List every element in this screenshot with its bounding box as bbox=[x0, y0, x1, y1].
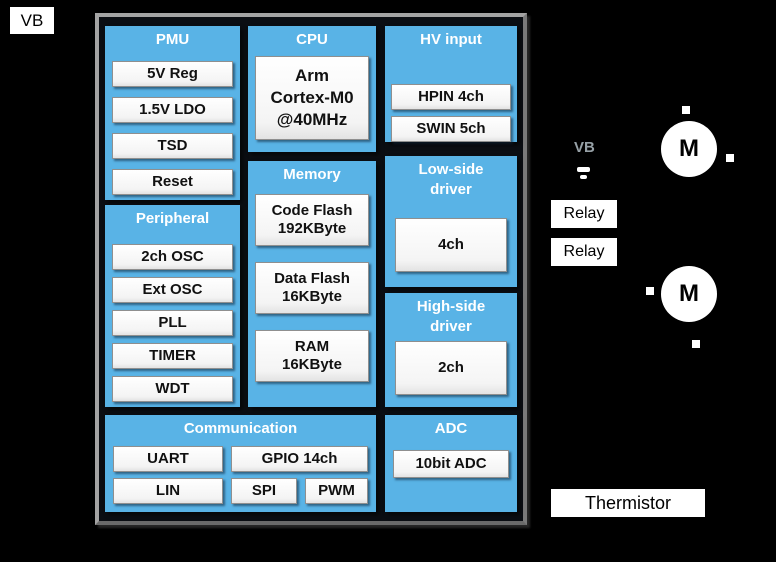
peripheral-title: Peripheral bbox=[135, 210, 210, 227]
pmu-items: 5V Reg 1.5V LDO TSD Reset bbox=[105, 50, 240, 195]
pmu-item-1v5-ldo: 1.5V LDO bbox=[112, 97, 233, 123]
peripheral-item-2ch-osc: 2ch OSC bbox=[112, 244, 233, 270]
motor-1-terminal-top-icon bbox=[682, 106, 690, 114]
cpu-block: CPU Arm Cortex-M0 @40MHz bbox=[248, 26, 376, 152]
peripheral-item-pll: PLL bbox=[112, 310, 233, 336]
pmu-block: PMU 5V Reg 1.5V LDO TSD Reset bbox=[105, 26, 240, 200]
relay-2-label: Relay bbox=[551, 238, 617, 266]
spi-box: SPI bbox=[231, 478, 297, 504]
vb-supply-label: VB bbox=[10, 7, 54, 34]
communication-row-2: LIN SPI PWM bbox=[113, 478, 368, 504]
vb-right-label: VB bbox=[574, 139, 595, 156]
communication-items: UART GPIO 14ch LIN SPI PWM bbox=[105, 439, 376, 504]
communication-title: Communication bbox=[183, 420, 298, 437]
peripheral-item-timer: TIMER bbox=[112, 343, 233, 369]
high-side-channels-box: 2ch bbox=[395, 341, 507, 395]
pmu-item-tsd: TSD bbox=[112, 133, 233, 159]
vb-terminal-small-icon bbox=[580, 175, 587, 179]
pwm-box: PWM bbox=[305, 478, 368, 504]
uart-box: UART bbox=[113, 446, 223, 472]
memory-items: Code Flash 192KByte Data Flash 16KByte R… bbox=[248, 185, 376, 382]
cpu-title: CPU bbox=[296, 31, 328, 48]
hv-input-title: HV input bbox=[420, 31, 482, 48]
code-flash-box: Code Flash 192KByte bbox=[255, 194, 369, 246]
thermistor-label: Thermistor bbox=[551, 489, 705, 517]
lin-box: LIN bbox=[113, 478, 223, 504]
adc-block: ADC 10bit ADC bbox=[385, 415, 517, 512]
cpu-core-line-2: Cortex-M0 bbox=[270, 88, 354, 107]
peripheral-item-wdt: WDT bbox=[112, 376, 233, 402]
adc-title: ADC bbox=[434, 420, 468, 437]
hpin-box: HPIN 4ch bbox=[391, 84, 511, 110]
cpu-core-line-1: Arm bbox=[294, 66, 329, 85]
motor-2-terminal-bottom-icon bbox=[692, 340, 700, 348]
cpu-core-line-3: @40MHz bbox=[276, 110, 348, 129]
vb-terminal-icon bbox=[577, 167, 590, 172]
hv-input-items: HPIN 4ch SWIN 5ch bbox=[385, 50, 517, 142]
relay-1-label: Relay bbox=[551, 200, 617, 228]
high-side-driver-block: High-side driver 2ch bbox=[385, 293, 517, 407]
communication-row-1: UART GPIO 14ch bbox=[113, 446, 368, 472]
data-flash-box: Data Flash 16KByte bbox=[255, 262, 369, 314]
cpu-core-box: Arm Cortex-M0 @40MHz bbox=[255, 56, 369, 140]
peripheral-block: Peripheral 2ch OSC Ext OSC PLL TIMER WDT bbox=[105, 205, 240, 407]
high-side-driver-title: High-side driver bbox=[416, 298, 486, 335]
gpio-box: GPIO 14ch bbox=[231, 446, 368, 472]
adc-items: 10bit ADC bbox=[385, 439, 517, 478]
peripheral-items: 2ch OSC Ext OSC PLL TIMER WDT bbox=[105, 229, 240, 402]
low-side-channels-box: 4ch bbox=[395, 218, 507, 272]
pmu-item-reset: Reset bbox=[112, 169, 233, 195]
motor-1-terminal-right-icon bbox=[726, 154, 734, 162]
mcu-chip-block: PMU 5V Reg 1.5V LDO TSD Reset Peripheral… bbox=[95, 13, 527, 525]
adc-10bit-box: 10bit ADC bbox=[393, 450, 509, 478]
memory-block: Memory Code Flash 192KByte Data Flash 16… bbox=[248, 161, 376, 407]
communication-block: Communication UART GPIO 14ch LIN SPI PWM bbox=[105, 415, 376, 512]
memory-title: Memory bbox=[283, 166, 341, 183]
motor-1-icon: M bbox=[661, 121, 717, 177]
ram-box: RAM 16KByte bbox=[255, 330, 369, 382]
pmu-title: PMU bbox=[155, 31, 190, 48]
low-side-driver-block: Low-side driver 4ch bbox=[385, 156, 517, 287]
pmu-item-5v-reg: 5V Reg bbox=[112, 61, 233, 87]
low-side-driver-title: Low-side driver bbox=[418, 161, 484, 198]
motor-2-terminal-left-icon bbox=[646, 287, 654, 295]
swin-box: SWIN 5ch bbox=[391, 116, 511, 142]
motor-2-icon: M bbox=[661, 266, 717, 322]
hv-input-block: HV input HPIN 4ch SWIN 5ch bbox=[385, 26, 517, 142]
peripheral-item-ext-osc: Ext OSC bbox=[112, 277, 233, 303]
